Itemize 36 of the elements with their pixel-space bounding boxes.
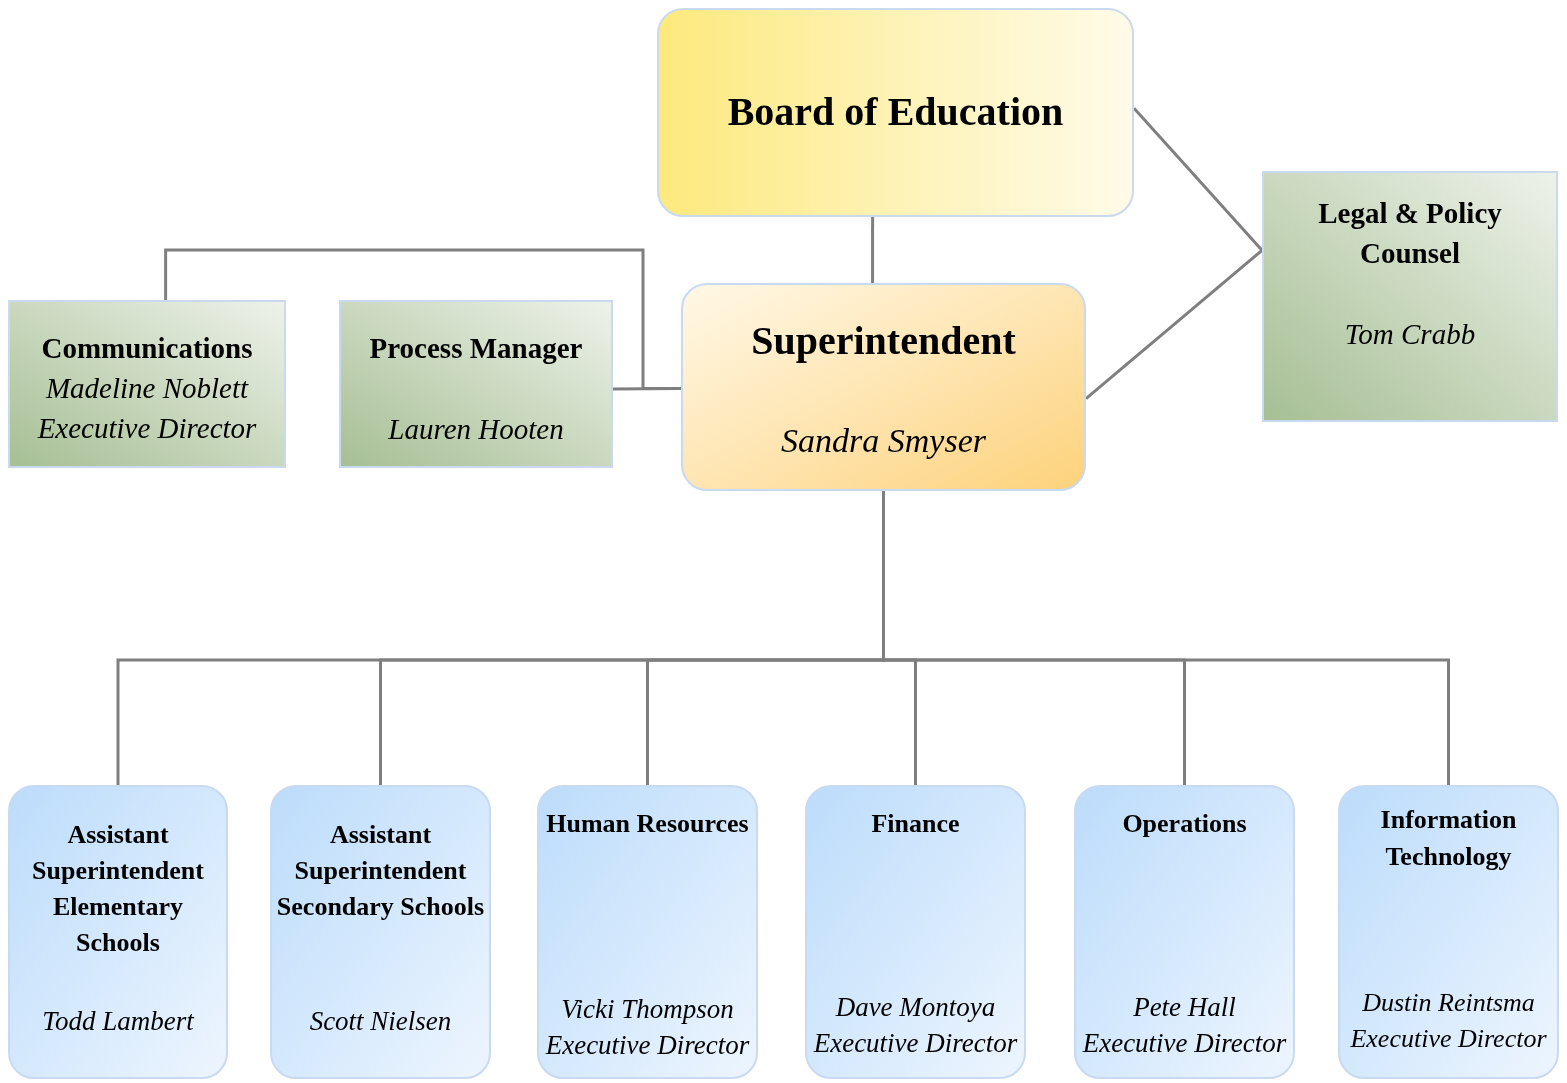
person-details: Dustin Reintsma Executive Director: [1349, 987, 1548, 1055]
org-box: [805, 785, 1026, 1079]
org-box: [8, 300, 286, 468]
person-details: Vicki Thompson Executive Director: [544, 993, 751, 1062]
person-details: Pete Hall Executive Director: [1081, 991, 1288, 1060]
org-box: [1338, 785, 1559, 1079]
unit-title: Process Manager: [369, 331, 583, 366]
org-box: [339, 300, 613, 468]
person-details: Dave Montoya Executive Director: [812, 991, 1019, 1060]
org-box: [681, 283, 1086, 491]
person-details: Tom Crabb: [1344, 317, 1476, 352]
org-box: [657, 8, 1134, 217]
unit-title: Communications: [41, 331, 253, 366]
unit-title: Finance: [871, 808, 960, 840]
unit-title: Legal & Policy Counsel: [1317, 196, 1503, 271]
connector-line: [871, 217, 875, 283]
person-details: Lauren Hooten: [388, 412, 564, 447]
person-details: Scott Nielsen: [309, 1004, 452, 1038]
unit-title: Assistant Superintendent Elementary Schools: [31, 819, 205, 959]
unit-title: Board of Education: [727, 88, 1064, 136]
person-details: Todd Lambert: [42, 1004, 194, 1038]
connector-line: [613, 386, 681, 391]
org-box: [270, 785, 491, 1079]
unit-title: Operations: [1122, 808, 1247, 840]
unit-title: Assistant Superintendent Secondary Schools: [276, 819, 485, 923]
person-details: Madeline Noblett Executive Director: [36, 371, 258, 446]
org-box: [537, 785, 758, 1079]
unit-title: Information Technology: [1379, 804, 1518, 873]
person-details: Sandra Smyser: [781, 421, 986, 461]
org-box: [1262, 171, 1558, 422]
unit-title: Superintendent: [751, 317, 1016, 365]
connector-line: [1085, 249, 1263, 400]
connector-line: [1132, 107, 1264, 252]
org-box: [1074, 785, 1295, 1079]
unit-title: Human Resources: [546, 808, 749, 840]
org-box: [8, 785, 228, 1079]
